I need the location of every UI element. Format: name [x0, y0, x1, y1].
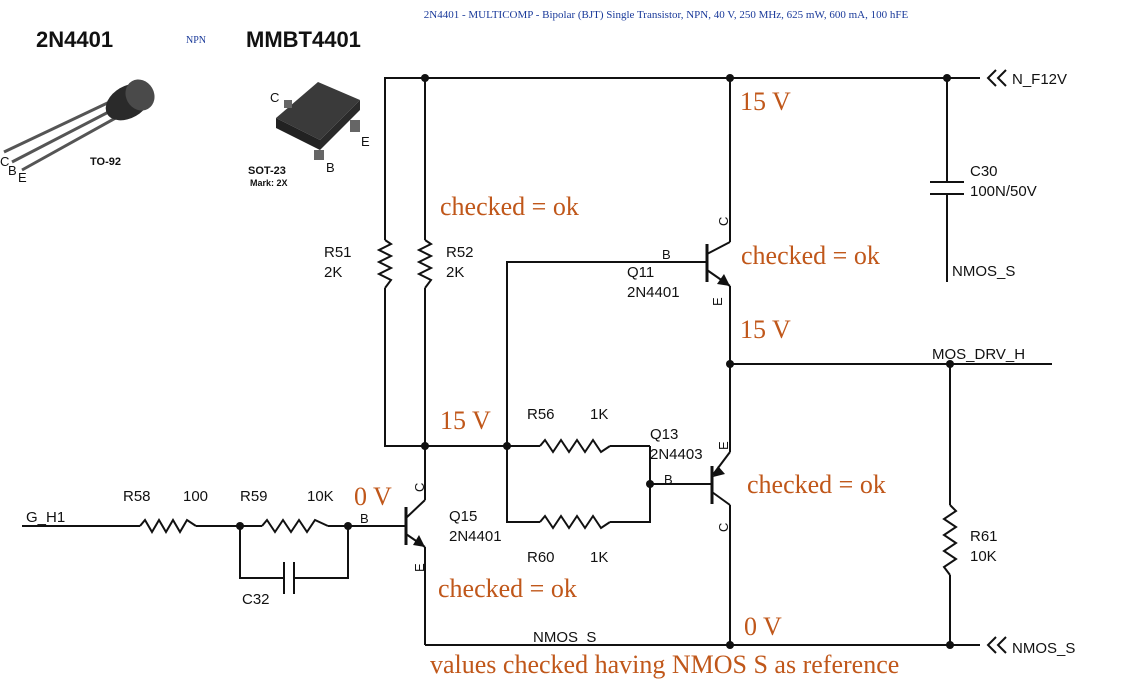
sot23-package-image [276, 82, 360, 160]
net-label-nmos-s-right: NMOS_S [1012, 640, 1075, 657]
check-note-r52: checked = ok [440, 192, 579, 221]
q13-ref: Q13 [650, 426, 678, 443]
voltage-note-base: 0 V [354, 482, 392, 511]
q15-ref: Q15 [449, 508, 477, 525]
transistor-q11 [700, 241, 731, 287]
part-title-2n4401: 2N4401 [36, 27, 113, 52]
r61-value: 10K [970, 548, 997, 565]
resistor-r51 [376, 239, 394, 289]
r59-value: 10K [307, 488, 334, 505]
resistor-r58 [139, 518, 197, 534]
transistor-q13 [710, 451, 731, 506]
to92-package-image [3, 79, 155, 172]
resistor-r56 [539, 438, 611, 454]
net-label-nmos-s-cap: NMOS_S [952, 263, 1015, 280]
voltage-note-bottom: 0 V [744, 612, 782, 641]
c32-ref: C32 [242, 591, 270, 608]
transistor-q15 [404, 499, 426, 548]
footer-note: values checked having NMOS S as referenc… [430, 650, 899, 679]
r52-value: 2K [446, 264, 464, 281]
sot23-pin-b: B [326, 160, 335, 175]
q11-pin-c: C [716, 217, 731, 226]
resistor-r52 [416, 239, 434, 289]
resistor-r59 [261, 518, 329, 534]
net-label-nmos-s-mid: NMOS_S [533, 629, 596, 646]
part-description: 2N4401 - MULTICOMP - Bipolar (BJT) Singl… [424, 9, 909, 21]
r58-value: 100 [183, 488, 208, 505]
q11-pin-b: B [662, 247, 671, 262]
r60-ref: R60 [527, 549, 555, 566]
r61-ref: R61 [970, 528, 998, 545]
voltage-note-q11-emitter: 15 V [740, 315, 791, 344]
sot23-mark: Mark: 2X [250, 178, 288, 188]
check-note-q15: checked = ok [438, 574, 577, 603]
check-note-q11: checked = ok [741, 241, 880, 270]
capacitor-c30 [930, 181, 964, 195]
c30-value: 100N/50V [970, 183, 1037, 200]
to92-label: TO-92 [90, 156, 121, 168]
to92-pin-c: C [0, 154, 9, 169]
capacitor-c32 [283, 562, 295, 594]
r56-value: 1K [590, 406, 608, 423]
r51-value: 2K [324, 264, 342, 281]
sot23-pin-c: C [270, 90, 279, 105]
q13-pin-b: B [664, 472, 673, 487]
r52-ref: R52 [446, 244, 474, 261]
to92-pin-e: E [18, 170, 27, 185]
r51-ref: R51 [324, 244, 352, 261]
q13-part: 2N4403 [650, 446, 703, 463]
part-title-mmbt4401: MMBT4401 [246, 27, 361, 52]
q15-part: 2N4401 [449, 528, 502, 545]
connector-nmos-s [986, 636, 1007, 654]
q11-pin-e: E [710, 297, 725, 306]
to92-pin-b: B [8, 163, 17, 178]
resistor-r60 [539, 514, 611, 530]
connector-n-f12v [986, 69, 1007, 87]
q11-part: 2N4401 [627, 284, 680, 301]
wires [22, 77, 1052, 646]
r60-value: 1K [590, 549, 608, 566]
sot23-label: SOT-23 [248, 165, 286, 177]
q13-pin-c: C [716, 523, 731, 532]
junctions [236, 74, 954, 649]
r59-ref: R59 [240, 488, 268, 505]
r58-ref: R58 [123, 488, 151, 505]
q13-pin-e: E [716, 441, 731, 450]
check-note-q13: checked = ok [747, 470, 886, 499]
q15-pin-e: E [412, 563, 427, 572]
voltage-note-r56: 15 V [440, 406, 491, 435]
net-label-g-h1: G_H1 [26, 509, 65, 526]
c30-ref: C30 [970, 163, 998, 180]
resistor-r61 [942, 504, 958, 576]
sot23-pin-e: E [361, 134, 370, 149]
polarity-label: NPN [186, 35, 206, 46]
net-label-n-f12v: N_F12V [1012, 71, 1067, 88]
voltage-note-top: 15 V [740, 87, 791, 116]
q15-pin-b: B [360, 511, 369, 526]
q11-ref: Q11 [627, 264, 654, 281]
q15-pin-c: C [412, 483, 427, 492]
net-label-mos-drv-h: MOS_DRV_H [932, 346, 1025, 363]
r56-ref: R56 [527, 406, 555, 423]
